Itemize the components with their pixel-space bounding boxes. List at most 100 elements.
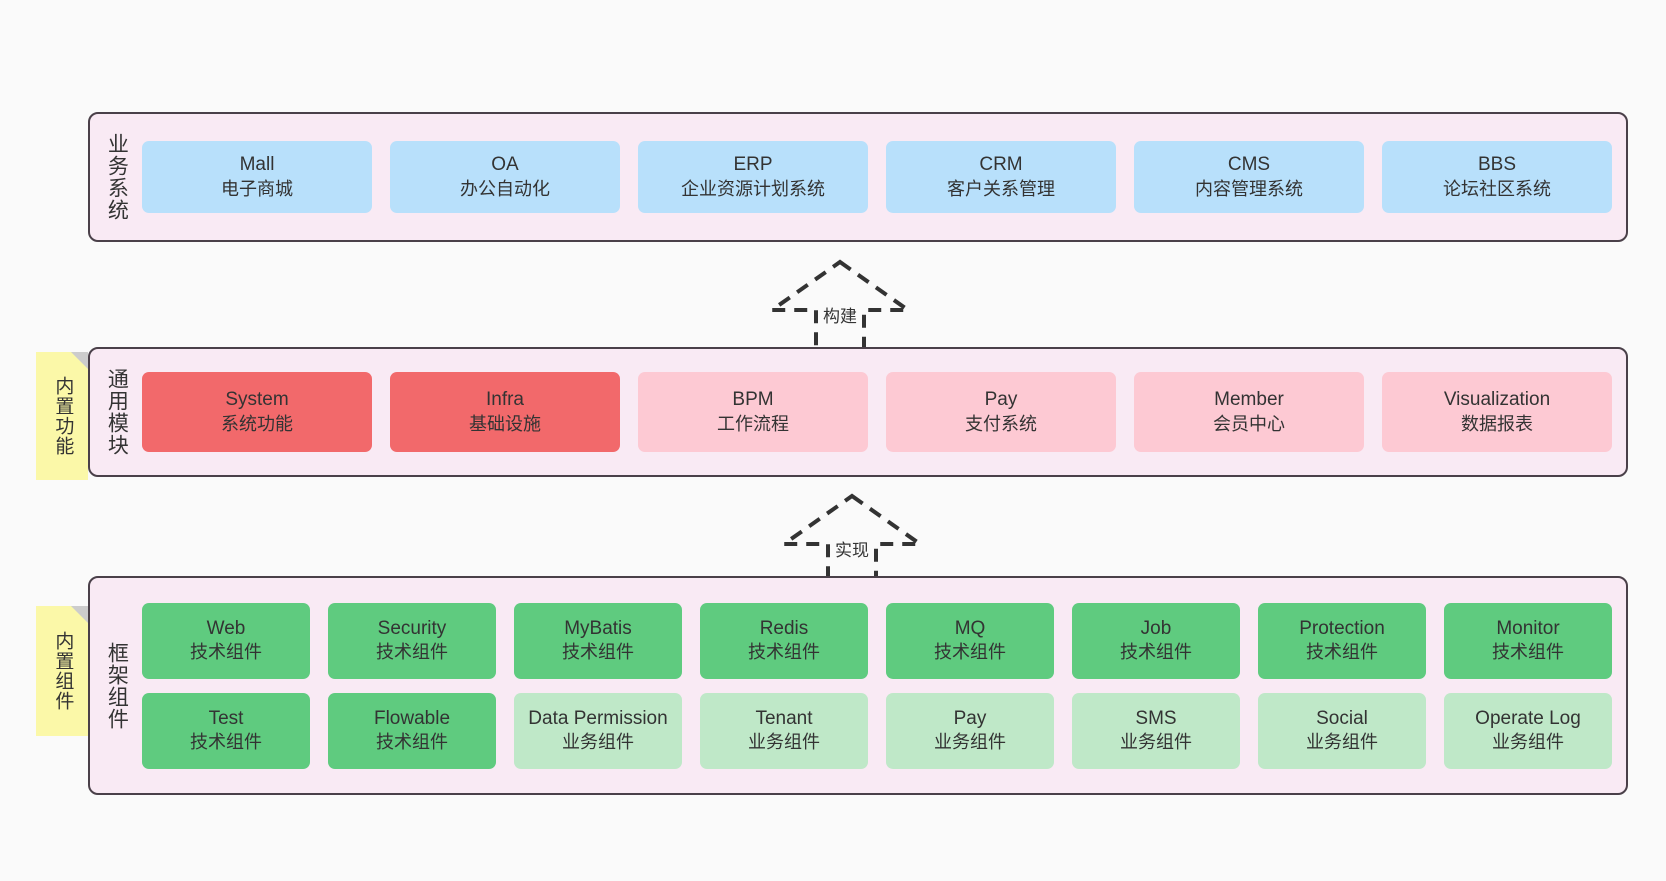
- node-title-cn: 业务组件: [934, 732, 1006, 753]
- node-title-cn: 业务组件: [562, 732, 634, 753]
- node-title-en: Tenant: [755, 707, 813, 729]
- node-cms[interactable]: CMS 内容管理系统: [1134, 141, 1364, 213]
- node-oa[interactable]: OA 办公自动化: [390, 141, 620, 213]
- node-title-cn: 数据报表: [1461, 413, 1533, 434]
- node-title-cn: 内容管理系统: [1195, 178, 1303, 199]
- connector-implement-label: 实现: [835, 541, 869, 560]
- node-title-en: Job: [1140, 617, 1172, 639]
- dashed-hollow-arrow-up-icon: [765, 259, 915, 352]
- node-title-cn: 技术组件: [376, 642, 448, 663]
- node-sms[interactable]: SMS 业务组件: [1072, 692, 1240, 769]
- node-bbs[interactable]: BBS 论坛社区系统: [1382, 141, 1612, 213]
- node-title-en: Mall: [239, 154, 275, 176]
- sticky-note-builtin-features[interactable]: 内置功能: [36, 352, 88, 480]
- node-title-en: Operate Log: [1475, 707, 1581, 729]
- sticky-note-label: 内置功能: [52, 376, 74, 456]
- node-title-en: Flowable: [373, 707, 451, 729]
- node-title-en: Infra: [485, 389, 525, 411]
- layer-title-common-modules: 通用模块: [105, 368, 129, 456]
- node-row: System 系统功能 Infra 基础设施 BPM 工作流程 Pay 支付系统…: [142, 372, 1612, 452]
- node-crm[interactable]: CRM 客户关系管理: [886, 141, 1116, 213]
- node-title-en: Web: [206, 617, 246, 639]
- node-member[interactable]: Member 会员中心: [1134, 372, 1364, 452]
- node-web[interactable]: Web 技术组件: [142, 602, 310, 679]
- layer-framework-components[interactable]: 框架组件 Web 技术组件 Security 技术组件 MyBatis 技术组件…: [88, 576, 1628, 795]
- node-test[interactable]: Test 技术组件: [142, 692, 310, 769]
- node-title-en: MQ: [954, 617, 986, 639]
- node-title-en: Pay: [984, 389, 1018, 411]
- node-title-cn: 技术组件: [1492, 642, 1564, 663]
- node-operate-log[interactable]: Operate Log 业务组件: [1444, 692, 1612, 769]
- node-title-cn: 技术组件: [748, 642, 820, 663]
- node-title-en: MyBatis: [564, 617, 632, 639]
- node-title-cn: 业务组件: [1306, 732, 1378, 753]
- node-row: Web 技术组件 Security 技术组件 MyBatis 技术组件 Redi…: [142, 602, 1612, 679]
- layer-body-common-modules: System 系统功能 Infra 基础设施 BPM 工作流程 Pay 支付系统…: [142, 349, 1626, 475]
- layer-common-modules[interactable]: 通用模块 System 系统功能 Infra 基础设施 BPM 工作流程 Pay…: [88, 347, 1628, 477]
- node-title-en: Security: [377, 617, 447, 639]
- node-mall[interactable]: Mall 电子商城: [142, 141, 372, 213]
- node-row: Mall 电子商城 OA 办公自动化 ERP 企业资源计划系统 CRM 客户关系…: [142, 141, 1612, 213]
- node-social[interactable]: Social 业务组件: [1258, 692, 1426, 769]
- node-title-en: BPM: [732, 389, 774, 411]
- layer-body-framework-components: Web 技术组件 Security 技术组件 MyBatis 技术组件 Redi…: [142, 578, 1626, 793]
- layer-business-systems[interactable]: 业务系统 Mall 电子商城 OA 办公自动化 ERP 企业资源计划系统 CRM…: [88, 112, 1628, 242]
- node-title-en: Member: [1214, 389, 1284, 411]
- node-title-cn: 技术组件: [934, 642, 1006, 663]
- node-visualization[interactable]: Visualization 数据报表: [1382, 372, 1612, 452]
- node-title-en: ERP: [733, 154, 773, 176]
- node-title-en: Visualization: [1443, 389, 1551, 411]
- dashed-hollow-arrow-up-icon: [777, 493, 927, 586]
- node-tenant[interactable]: Tenant 业务组件: [700, 692, 868, 769]
- node-title-cn: 业务组件: [1120, 732, 1192, 753]
- node-title-cn: 论坛社区系统: [1443, 178, 1551, 199]
- layer-title-business-systems: 业务系统: [105, 133, 129, 221]
- node-infra[interactable]: Infra 基础设施: [390, 372, 620, 452]
- node-title-en: CMS: [1227, 154, 1271, 176]
- node-title-cn: 技术组件: [190, 732, 262, 753]
- connector-build-arrow: 构建: [760, 258, 920, 354]
- node-protection[interactable]: Protection 技术组件: [1258, 602, 1426, 679]
- node-title-cn: 客户关系管理: [947, 178, 1055, 199]
- node-job[interactable]: Job 技术组件: [1072, 602, 1240, 679]
- node-data-permission[interactable]: Data Permission 业务组件: [514, 692, 682, 769]
- connector-implement-arrow: 实现: [772, 492, 932, 588]
- node-erp[interactable]: ERP 企业资源计划系统: [638, 141, 868, 213]
- node-title-cn: 技术组件: [190, 642, 262, 663]
- node-title-en: Protection: [1299, 617, 1385, 639]
- node-title-cn: 办公自动化: [460, 178, 550, 199]
- node-title-en: Test: [208, 707, 244, 729]
- node-title-cn: 技术组件: [1306, 642, 1378, 663]
- layer-title-framework-components: 框架组件: [105, 641, 129, 730]
- node-title-en: Pay: [953, 707, 987, 729]
- node-system[interactable]: System 系统功能: [142, 372, 372, 452]
- node-title-en: Social: [1316, 707, 1368, 729]
- node-title-en: System: [225, 389, 289, 411]
- node-row: Test 技术组件 Flowable 技术组件 Data Permission …: [142, 692, 1612, 769]
- node-title-cn: 业务组件: [748, 732, 820, 753]
- sticky-note-builtin-components[interactable]: 内置组件: [36, 606, 88, 736]
- node-title-cn: 技术组件: [376, 732, 448, 753]
- connector-build-label: 构建: [823, 307, 857, 326]
- node-title-cn: 业务组件: [1492, 732, 1564, 753]
- node-redis[interactable]: Redis 技术组件: [700, 602, 868, 679]
- sticky-note-label: 内置组件: [52, 631, 74, 711]
- node-security[interactable]: Security 技术组件: [328, 602, 496, 679]
- node-monitor[interactable]: Monitor 技术组件: [1444, 602, 1612, 679]
- node-mybatis[interactable]: MyBatis 技术组件: [514, 602, 682, 679]
- node-mq[interactable]: MQ 技术组件: [886, 602, 1054, 679]
- node-title-en: OA: [491, 154, 519, 176]
- node-title-en: CRM: [979, 154, 1023, 176]
- node-title-cn: 电子商城: [221, 178, 293, 199]
- node-title-cn: 工作流程: [717, 413, 789, 434]
- node-pay-component[interactable]: Pay 业务组件: [886, 692, 1054, 769]
- node-flowable[interactable]: Flowable 技术组件: [328, 692, 496, 769]
- node-title-cn: 系统功能: [221, 413, 293, 434]
- node-pay-module[interactable]: Pay 支付系统: [886, 372, 1116, 452]
- node-title-en: Monitor: [1496, 617, 1560, 639]
- node-title-cn: 基础设施: [469, 413, 541, 434]
- node-title-cn: 会员中心: [1213, 413, 1285, 434]
- node-title-cn: 企业资源计划系统: [681, 178, 825, 199]
- node-bpm[interactable]: BPM 工作流程: [638, 372, 868, 452]
